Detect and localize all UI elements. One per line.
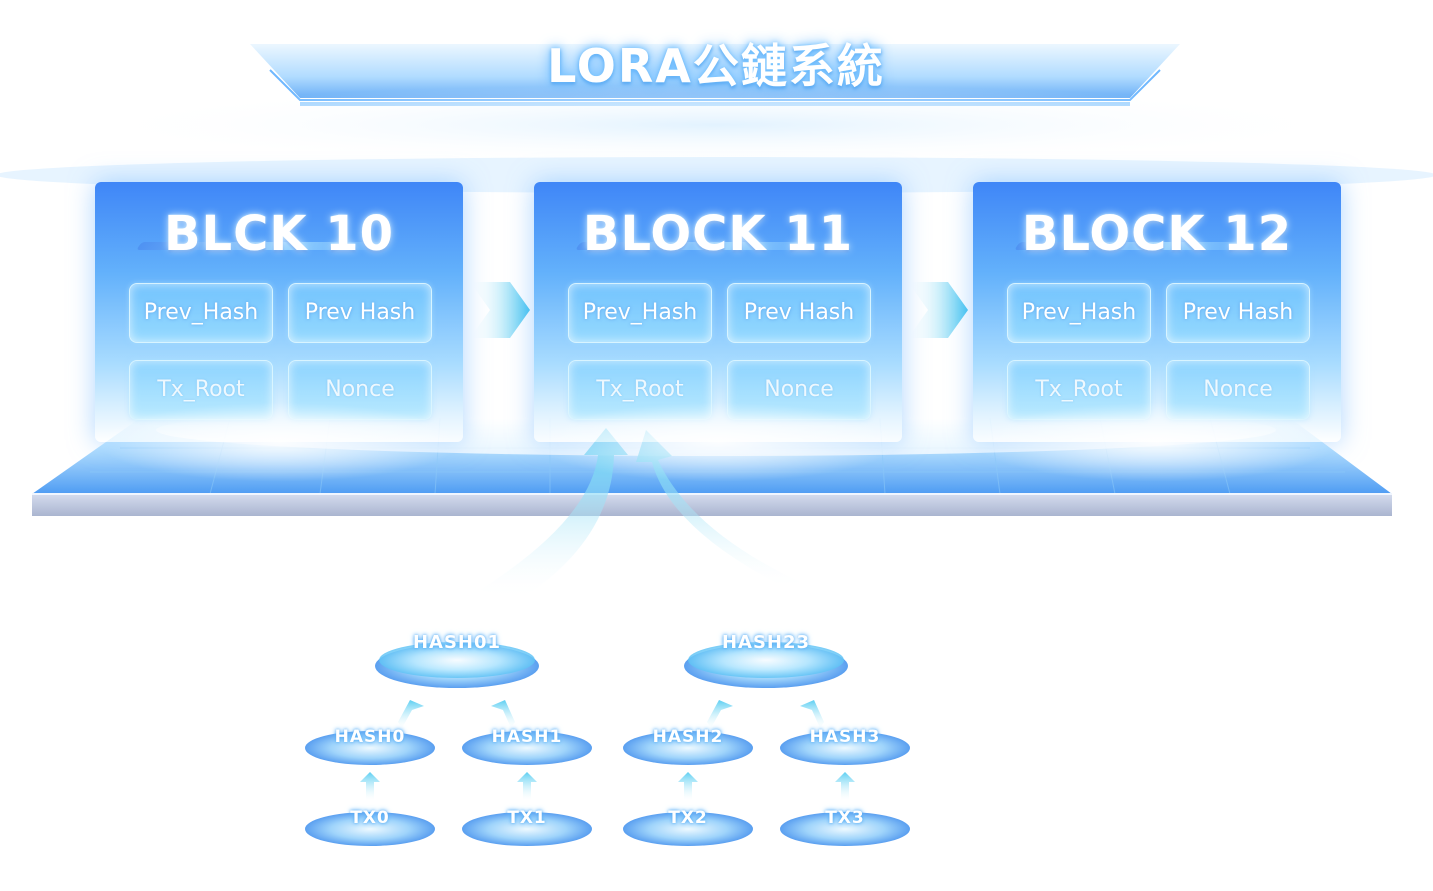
merkle-root-node: HASH01 [412, 632, 502, 653]
merkle-tx-ovals [305, 812, 910, 846]
hash-node: HASH3 [809, 727, 881, 747]
merkle-hash-ovals [305, 731, 910, 765]
block-title: BLCK 10 [163, 206, 395, 262]
block-10: BLCK 10 Prev_Hash Prev Hash Tx_Root Nonc… [95, 182, 463, 482]
field-tx-root: Tx_Root [129, 360, 273, 420]
field-tx-root: Tx_Root [1007, 360, 1151, 420]
field-nonce: Nonce [1166, 360, 1310, 420]
field-prev-hash: Prev_Hash [1007, 283, 1151, 343]
field-nonce: Nonce [727, 360, 871, 420]
hash-node: HASH1 [491, 727, 563, 747]
header-bar [60, 38, 1380, 165]
field-prev-hash-2: Prev Hash [288, 283, 432, 343]
block-link-arrow-1 [470, 282, 530, 338]
block-title: BLOCK 11 [582, 206, 854, 262]
tx-node: TX3 [825, 808, 865, 828]
field-prev-hash: Prev_Hash [129, 283, 273, 343]
field-prev-hash-2: Prev Hash [727, 283, 871, 343]
tx-node: TX0 [350, 808, 390, 828]
page-title: LORA公鏈系統 [547, 39, 885, 93]
field-prev-hash: Prev_Hash [568, 283, 712, 343]
tx-node: TX1 [507, 808, 547, 828]
block-12: BLOCK 12 Prev_Hash Prev Hash Tx_Root Non… [973, 182, 1341, 482]
field-prev-hash-2: Prev Hash [1166, 283, 1310, 343]
tx-node: TX2 [668, 808, 708, 828]
merkle-root-ovals [375, 642, 848, 688]
hash-node: HASH0 [334, 727, 406, 747]
block-11: BLOCK 11 Prev_Hash Prev Hash Tx_Root Non… [534, 182, 902, 482]
field-tx-root: Tx_Root [568, 360, 712, 420]
merkle-root-node: HASH23 [721, 632, 811, 653]
merkle-up-arrows [360, 700, 855, 800]
field-nonce: Nonce [288, 360, 432, 420]
block-title: BLOCK 12 [1021, 206, 1293, 262]
block-link-arrow-2 [908, 282, 968, 338]
hash-node: HASH2 [652, 727, 724, 747]
